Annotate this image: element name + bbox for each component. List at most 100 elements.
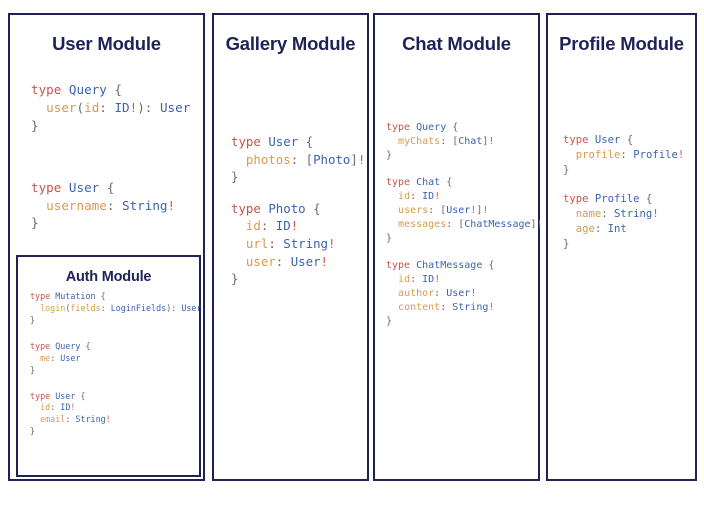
code-token: !: [105, 414, 111, 425]
code-token: Chat: [458, 136, 483, 148]
code-token: id: [40, 402, 51, 413]
code-block-chat-module: type Query { myChats: [Chat]!} type Chat …: [375, 121, 543, 329]
code-token: type: [30, 340, 56, 351]
code-token: !: [357, 151, 366, 167]
code-token: !: [652, 208, 659, 221]
code-token: ID: [114, 99, 130, 115]
code-token: profile: [575, 149, 621, 162]
code-token: type: [386, 122, 417, 133]
code-token: LoginFields: [110, 302, 167, 313]
code-token: String: [122, 197, 168, 213]
code-line: type Profile {: [563, 192, 695, 207]
code-line: messages: [ChatMessage]!: [386, 218, 543, 232]
panel-user-module: User Module type Query { user(id: ID!): …: [8, 13, 205, 481]
code-token: String: [283, 236, 328, 252]
code-token: !: [470, 287, 477, 299]
code-token: [30, 402, 40, 412]
code-token: !: [328, 236, 336, 252]
code-token: User: [181, 302, 202, 313]
code-token: User: [446, 204, 471, 216]
code-token: me: [40, 352, 51, 363]
graphql-type-definition: type Profile { name: String! age: Int}: [563, 192, 695, 252]
code-token: :: [434, 287, 447, 299]
code-line: type User {: [30, 391, 199, 403]
code-token: String: [75, 414, 106, 425]
code-token: :: [260, 218, 276, 234]
code-token: [231, 152, 246, 167]
spacer: [548, 59, 695, 133]
panel-gallery-module: Gallery Module type User { photos: [Phot…: [212, 13, 369, 481]
code-token: {: [482, 259, 495, 271]
code-token: !: [470, 204, 477, 216]
code-token: }: [563, 164, 570, 177]
code-token: :: [106, 197, 123, 213]
code-token: :: [594, 223, 608, 236]
code-line: me: User: [30, 353, 199, 365]
code-line: username: String!: [31, 197, 203, 215]
graphql-type-definition: type User { photos: [Photo]!}: [231, 133, 367, 186]
code-token: !: [320, 253, 328, 269]
code-token: age: [575, 223, 595, 236]
code-token: [563, 149, 576, 161]
code-token: id: [84, 99, 100, 115]
code-token: [563, 223, 576, 235]
code-token: email: [40, 414, 66, 425]
code-token: [386, 205, 398, 216]
code-token: {: [106, 82, 123, 97]
code-token: [231, 218, 246, 233]
code-token: Int: [607, 223, 627, 236]
code-token: Query: [55, 340, 81, 351]
code-token: photos: [245, 151, 291, 167]
code-token: :: [268, 236, 284, 252]
code-token: ID: [422, 190, 435, 202]
spacer: [214, 59, 367, 133]
panel-auth-module: Auth Module type Mutation { login(fields…: [16, 255, 202, 477]
code-token: }: [386, 316, 393, 328]
graphql-type-definition: type Query { me: User}: [30, 341, 199, 377]
code-line: email: String!: [30, 414, 199, 426]
code-line: type User {: [563, 133, 695, 148]
code-token: [231, 254, 246, 269]
code-token: }: [231, 169, 239, 185]
code-token: Profile: [633, 149, 678, 162]
code-line: type Photo {: [231, 200, 367, 218]
spacer: [375, 59, 538, 121]
code-line: id: ID!: [386, 190, 538, 204]
panel-profile-module: Profile Module type User { profile: Prof…: [546, 13, 697, 481]
code-token: Query: [416, 122, 447, 133]
code-line: type Chat {: [386, 176, 538, 190]
graphql-type-definition: type Chat { id: ID! users: [User!]! mess…: [386, 176, 543, 247]
panel-gallery-module-title: Gallery Module: [225, 33, 356, 54]
code-token: type: [31, 179, 69, 195]
code-token: }: [30, 426, 36, 437]
code-token: :: [50, 402, 61, 413]
code-token: Photo: [268, 200, 306, 216]
code-token: type: [231, 134, 269, 149]
panel-profile-module-title: Profile Module: [559, 33, 684, 54]
code-line: id: ID!: [231, 217, 367, 235]
code-token: }: [563, 238, 570, 251]
code-token: [30, 353, 40, 363]
code-token: ):: [137, 99, 160, 115]
code-line: id: ID!: [386, 273, 538, 287]
code-line: type User {: [31, 179, 203, 197]
code-token: : [: [428, 204, 447, 216]
code-token: !: [434, 190, 441, 202]
code-token: String: [614, 208, 653, 221]
code-token: ChatMessage: [464, 219, 531, 231]
code-token: Mutation: [55, 291, 96, 301]
code-line: }: [231, 270, 367, 288]
code-line: type ChatMessage {: [386, 259, 538, 273]
graphql-type-definition: type Query { myChats: [Chat]!}: [386, 121, 538, 164]
graphql-type-definition: type Mutation { login(fields: LoginField…: [30, 291, 202, 327]
code-token: :: [601, 208, 615, 221]
code-token: type: [30, 390, 56, 401]
code-line: photos: [Photo]!: [231, 151, 367, 169]
code-token: ID: [60, 402, 71, 413]
code-block-auth-module: type Mutation { login(fields: LoginField…: [18, 291, 202, 438]
code-token: content: [398, 302, 441, 314]
code-token: [31, 100, 46, 115]
code-line: }: [30, 365, 199, 377]
code-token: }: [30, 364, 36, 375]
code-line: }: [231, 168, 367, 186]
